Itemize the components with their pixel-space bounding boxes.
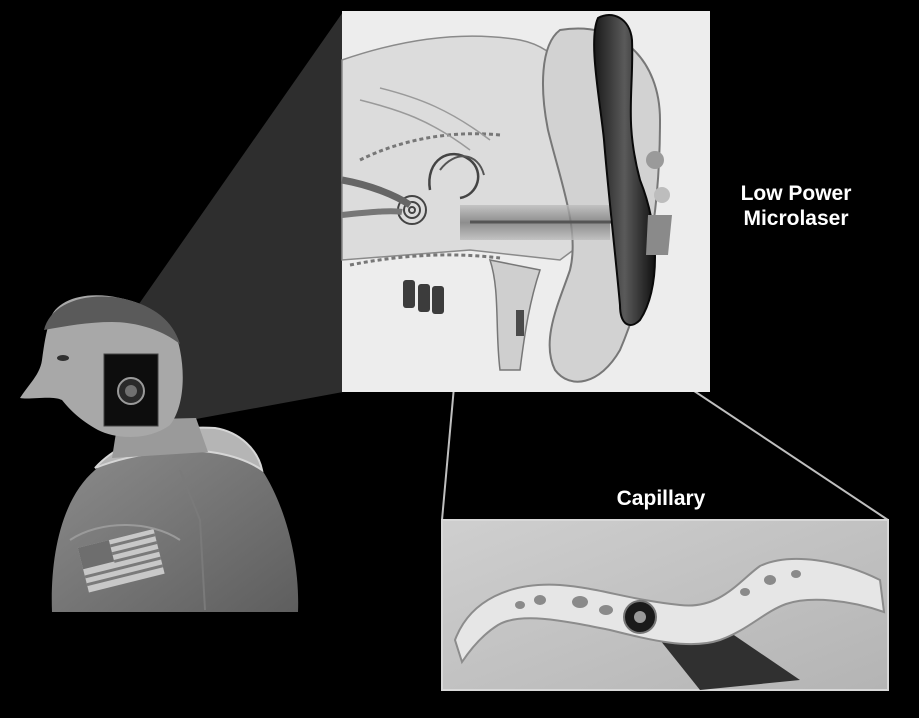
label-laser-line1: Low Power bbox=[716, 181, 876, 206]
label-laser-line2: Microlaser bbox=[716, 206, 876, 231]
ear-anatomy-panel bbox=[342, 11, 710, 392]
label-capillary: Capillary bbox=[596, 486, 726, 511]
capillary-panel bbox=[442, 520, 888, 690]
label-low-power-microlaser: Low Power Microlaser bbox=[716, 181, 876, 231]
